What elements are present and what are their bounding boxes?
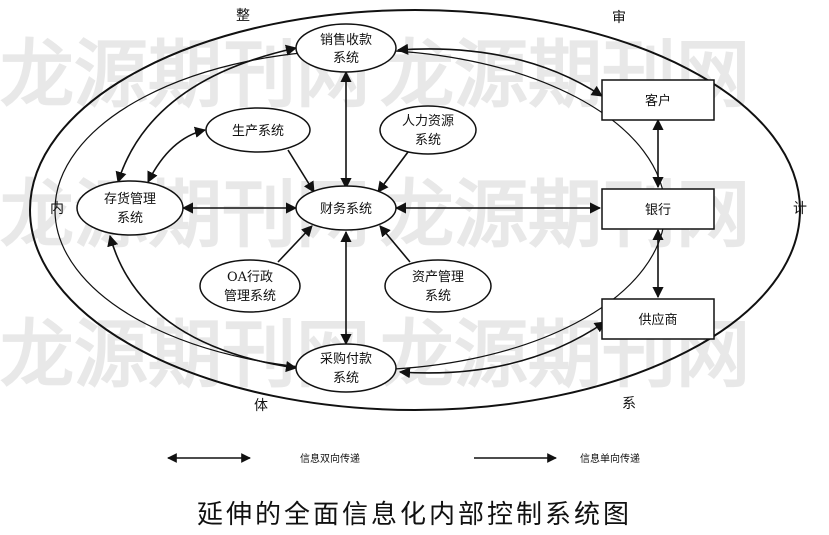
node-asset: 资产管理 系统 bbox=[384, 259, 492, 313]
node-production: 生产系统 bbox=[205, 107, 311, 153]
node-supplier: 供应商 bbox=[601, 298, 715, 340]
node-production-line1: 生产系统 bbox=[232, 124, 284, 139]
ring-label-right: 计 bbox=[793, 201, 807, 217]
node-oa: OA行政 管理系统 bbox=[199, 259, 301, 313]
node-inventory-line1: 存货管理 bbox=[104, 191, 156, 207]
ring-label-top-right: 审 bbox=[612, 10, 626, 26]
node-supplier-label: 供应商 bbox=[638, 312, 677, 328]
edge-purchase-supplier bbox=[398, 321, 606, 379]
node-purchase: 采购付款 系统 bbox=[295, 343, 397, 393]
node-sales-line1: 销售收款 bbox=[320, 32, 372, 48]
legend-two-way-label: 信息双向传递 bbox=[300, 452, 360, 465]
node-hr: 人力资源 系统 bbox=[379, 105, 477, 155]
ring-label-bottom-right: 系 bbox=[622, 396, 636, 412]
node-purchase-line1: 采购付款 bbox=[320, 351, 372, 367]
node-sales: 销售收款 系统 bbox=[295, 23, 397, 73]
edge-hr-finance bbox=[377, 151, 409, 193]
node-finance-line1: 财务系统 bbox=[320, 201, 372, 217]
node-sales-line2: 系统 bbox=[333, 51, 359, 66]
node-bank-label: 银行 bbox=[645, 203, 671, 218]
node-customer-label: 客户 bbox=[645, 93, 671, 109]
connectors bbox=[107, 43, 664, 379]
node-finance: 财务系统 bbox=[295, 185, 397, 231]
node-customer: 客户 bbox=[601, 79, 715, 121]
node-asset-line2: 系统 bbox=[425, 289, 451, 304]
legend-one-way-label: 信息单向传递 bbox=[580, 452, 640, 465]
ring-label-top-left: 整 bbox=[236, 8, 250, 24]
ring-label-left: 内 bbox=[50, 201, 64, 217]
node-purchase-line2: 系统 bbox=[333, 371, 359, 386]
node-oa-line2: 管理系统 bbox=[224, 289, 276, 304]
node-hr-line2: 系统 bbox=[415, 133, 441, 148]
outer-ellipse bbox=[29, 9, 801, 411]
edge-sales-inventory bbox=[115, 44, 298, 184]
node-oa-line1: OA行政 bbox=[227, 270, 273, 285]
node-hr-line1: 人力资源 bbox=[402, 114, 454, 129]
node-bank: 银行 bbox=[601, 188, 715, 230]
edge-sales-customer bbox=[396, 43, 603, 97]
diagram-title: 延伸的全面信息化内部控制系统图 bbox=[196, 500, 632, 530]
node-inventory-line2: 系统 bbox=[117, 211, 143, 226]
edge-purchase-inventory bbox=[107, 234, 298, 373]
node-asset-line1: 资产管理 bbox=[412, 270, 464, 285]
edge-asset-finance bbox=[379, 225, 411, 263]
node-inventory: 存货管理 系统 bbox=[76, 180, 184, 236]
ring-label-bottom-left: 体 bbox=[254, 398, 268, 414]
